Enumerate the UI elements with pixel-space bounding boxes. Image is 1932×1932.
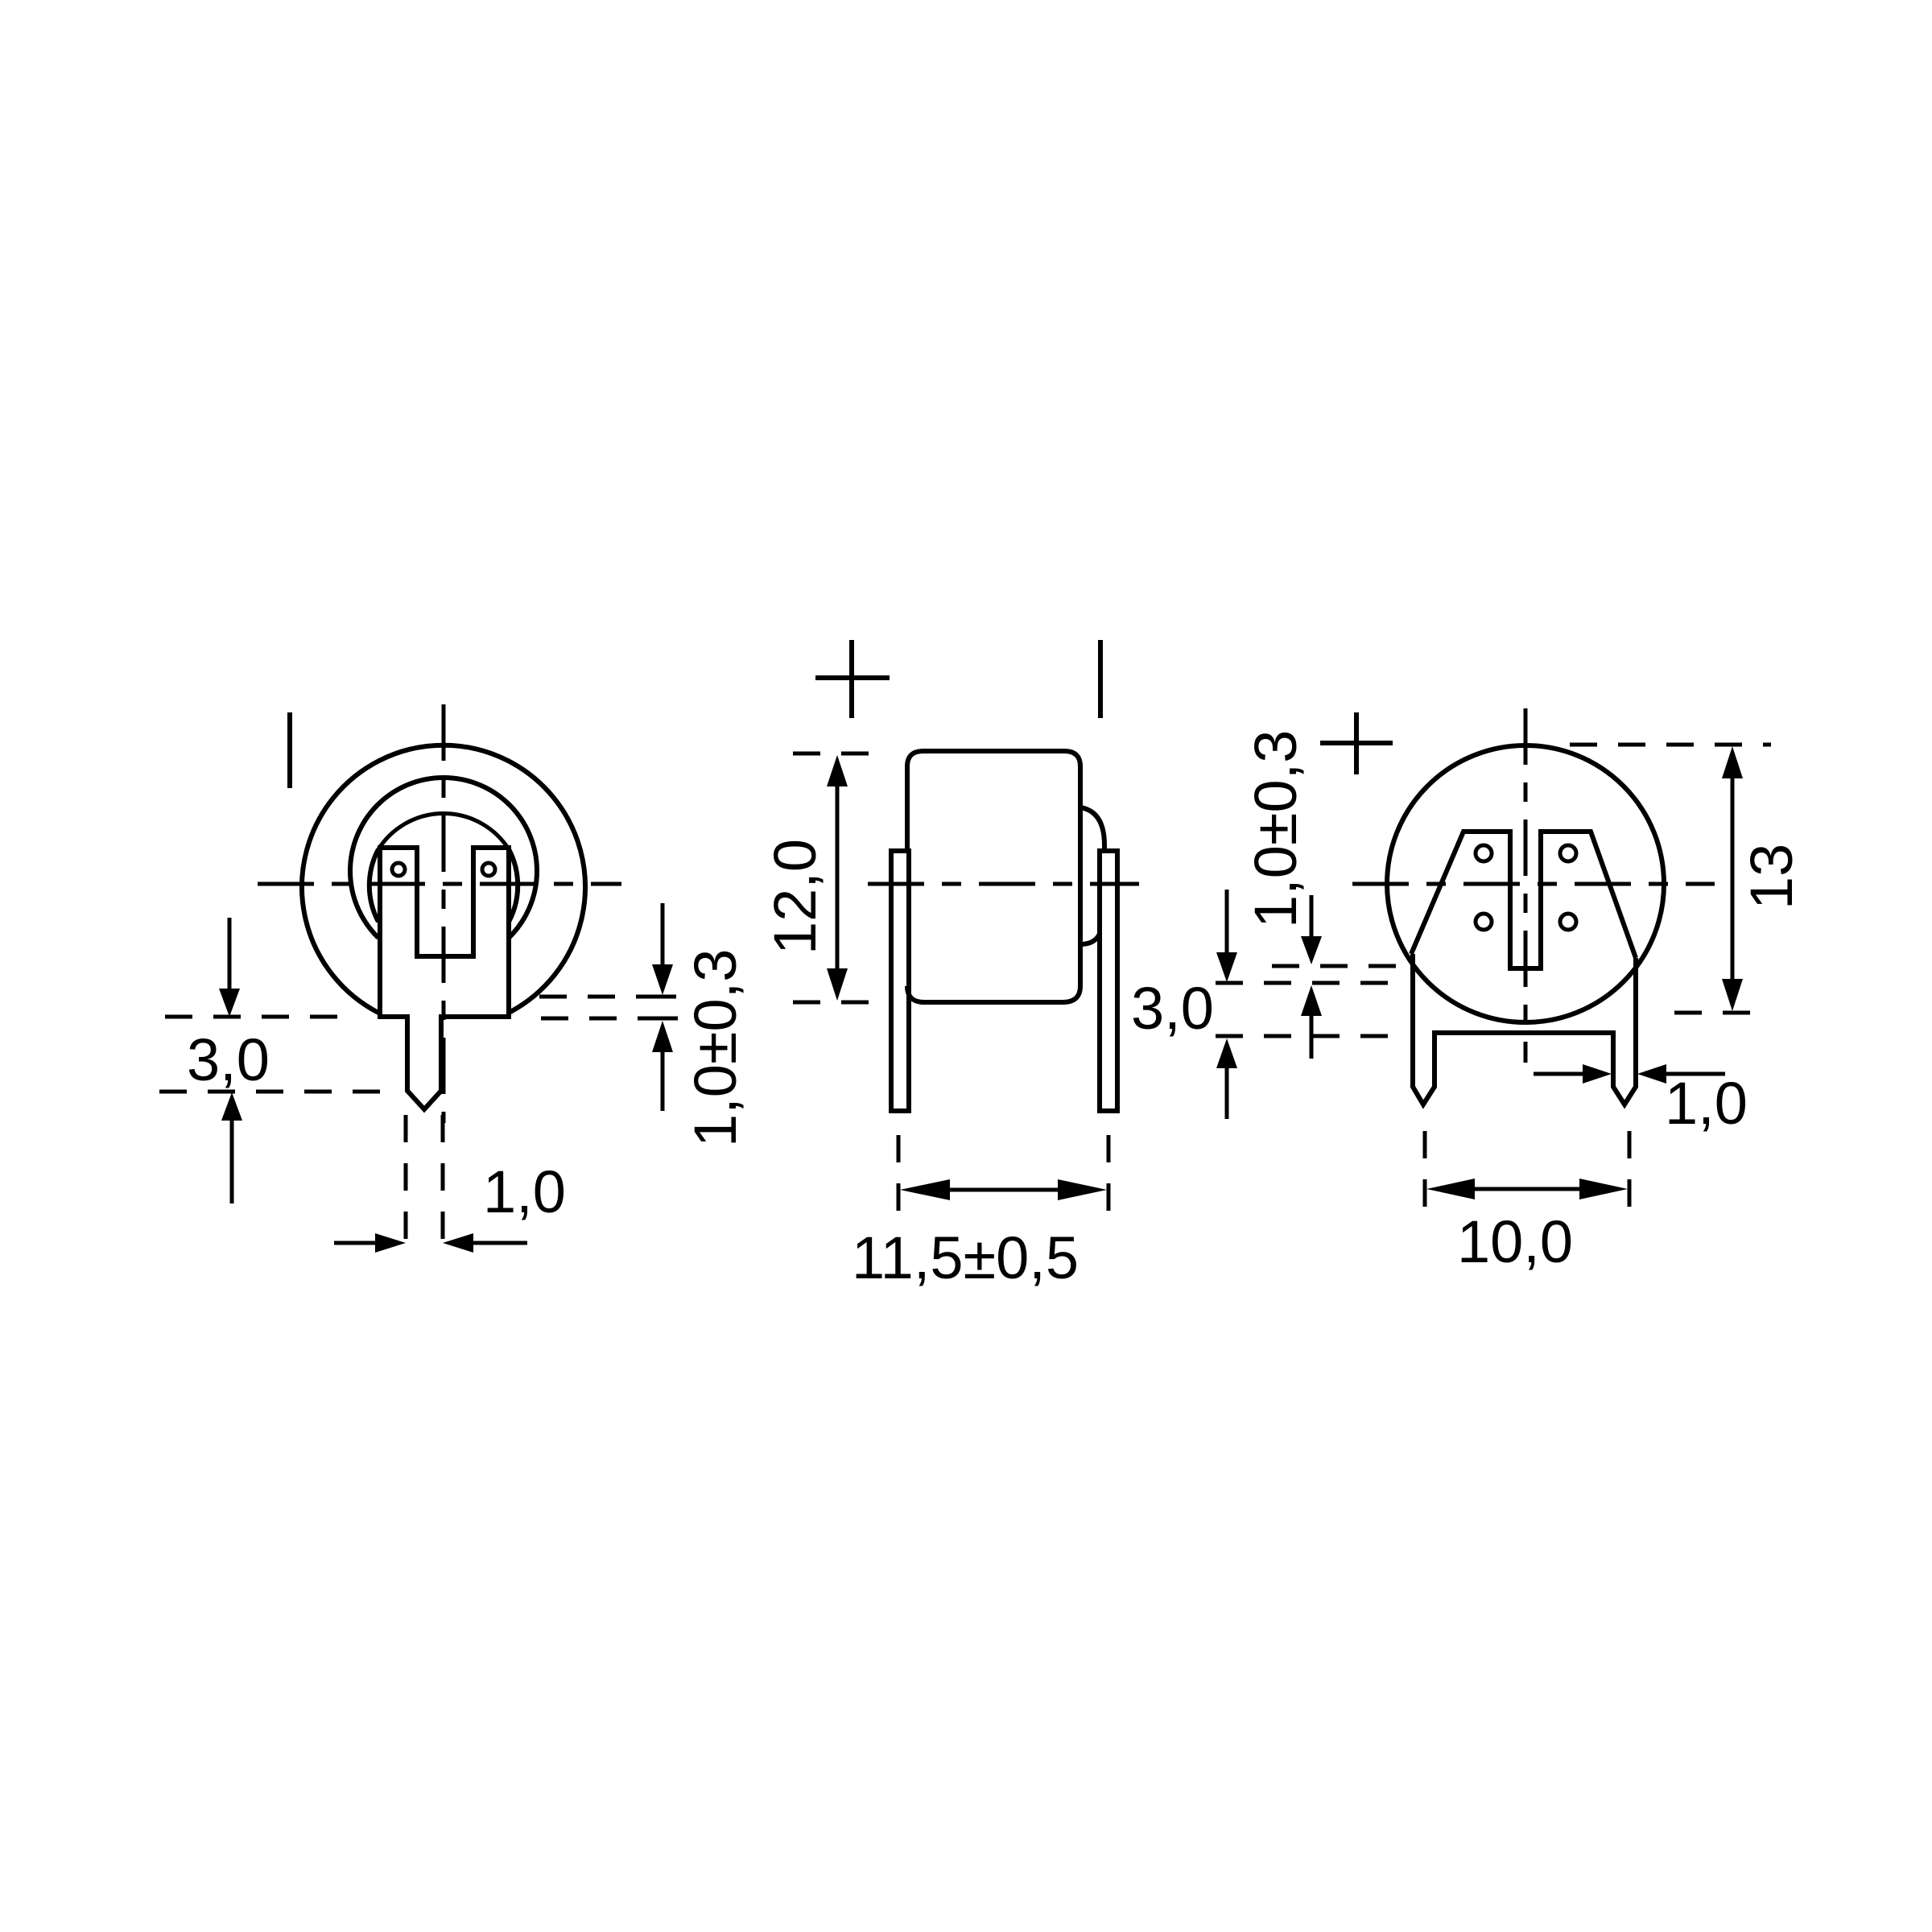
cell-inner-ring-2-top [376, 811, 511, 851]
right-lead [1097, 848, 1120, 1113]
middle-view: 12,0 11,5±0,5 [762, 640, 1139, 1291]
arrow-down-icon [652, 964, 673, 995]
dim-left-pin-width: 1,0 [483, 1158, 566, 1225]
dim-body-height: 12,0 [762, 839, 828, 955]
tab-weld-dot [1473, 911, 1494, 932]
arrow-right-icon [375, 1233, 406, 1253]
arrow-up-icon [1216, 1038, 1237, 1068]
arrow-left-icon [1637, 1064, 1666, 1084]
arrow-up-icon [221, 1092, 242, 1121]
dim-right-pin-width: 1,0 [1665, 1070, 1748, 1137]
arrow-left-icon [443, 1233, 473, 1253]
tab-weld-dot [390, 861, 407, 878]
arrow-right-icon [1058, 1179, 1107, 1200]
arrow-right-icon [1583, 1064, 1612, 1084]
arrow-up-icon [1301, 985, 1322, 1016]
arrow-up-icon [652, 1021, 673, 1052]
right-view: 13 3,0 1,0±0,3 1,0 10,0 [1131, 708, 1805, 1275]
leads [1410, 954, 1638, 1109]
cell-inner-ring [348, 774, 539, 940]
dim-lead-spacing: 11,5±0,5 [852, 1224, 1079, 1291]
dim-diameter: 13 [1738, 844, 1805, 910]
tab-weld-dot [1558, 911, 1579, 932]
left-view: 3,0 1,0 1,0±0,3 [159, 704, 749, 1260]
arrow-left-icon [1426, 1179, 1475, 1199]
arrow-up-icon [827, 755, 848, 786]
solder-tab [378, 845, 511, 1113]
tab-weld-dot [480, 861, 497, 878]
dim-pin-pitch: 10,0 [1457, 1208, 1573, 1275]
cell-body [905, 749, 1083, 1005]
left-lead [889, 848, 911, 1113]
dim-right-pin-length: 3,0 [1131, 975, 1214, 1042]
arrow-down-icon [1301, 936, 1322, 964]
dim-right-tab-offset: 1,0±0,3 [1242, 730, 1309, 928]
arrow-right-icon [1579, 1179, 1628, 1199]
dim-left-tab-offset: 1,0±0,3 [682, 949, 749, 1147]
tab-weld-dot [1473, 843, 1494, 864]
arrow-down-icon [219, 989, 240, 1017]
tab-weld-dot [1558, 843, 1579, 864]
arrow-left-icon [900, 1179, 950, 1200]
arrow-up-icon [1722, 746, 1743, 778]
arrow-down-icon [1722, 979, 1743, 1011]
arrow-down-icon [827, 968, 848, 1001]
dim-left-pin-length: 3,0 [187, 1026, 270, 1093]
arrow-down-icon [1216, 952, 1237, 982]
